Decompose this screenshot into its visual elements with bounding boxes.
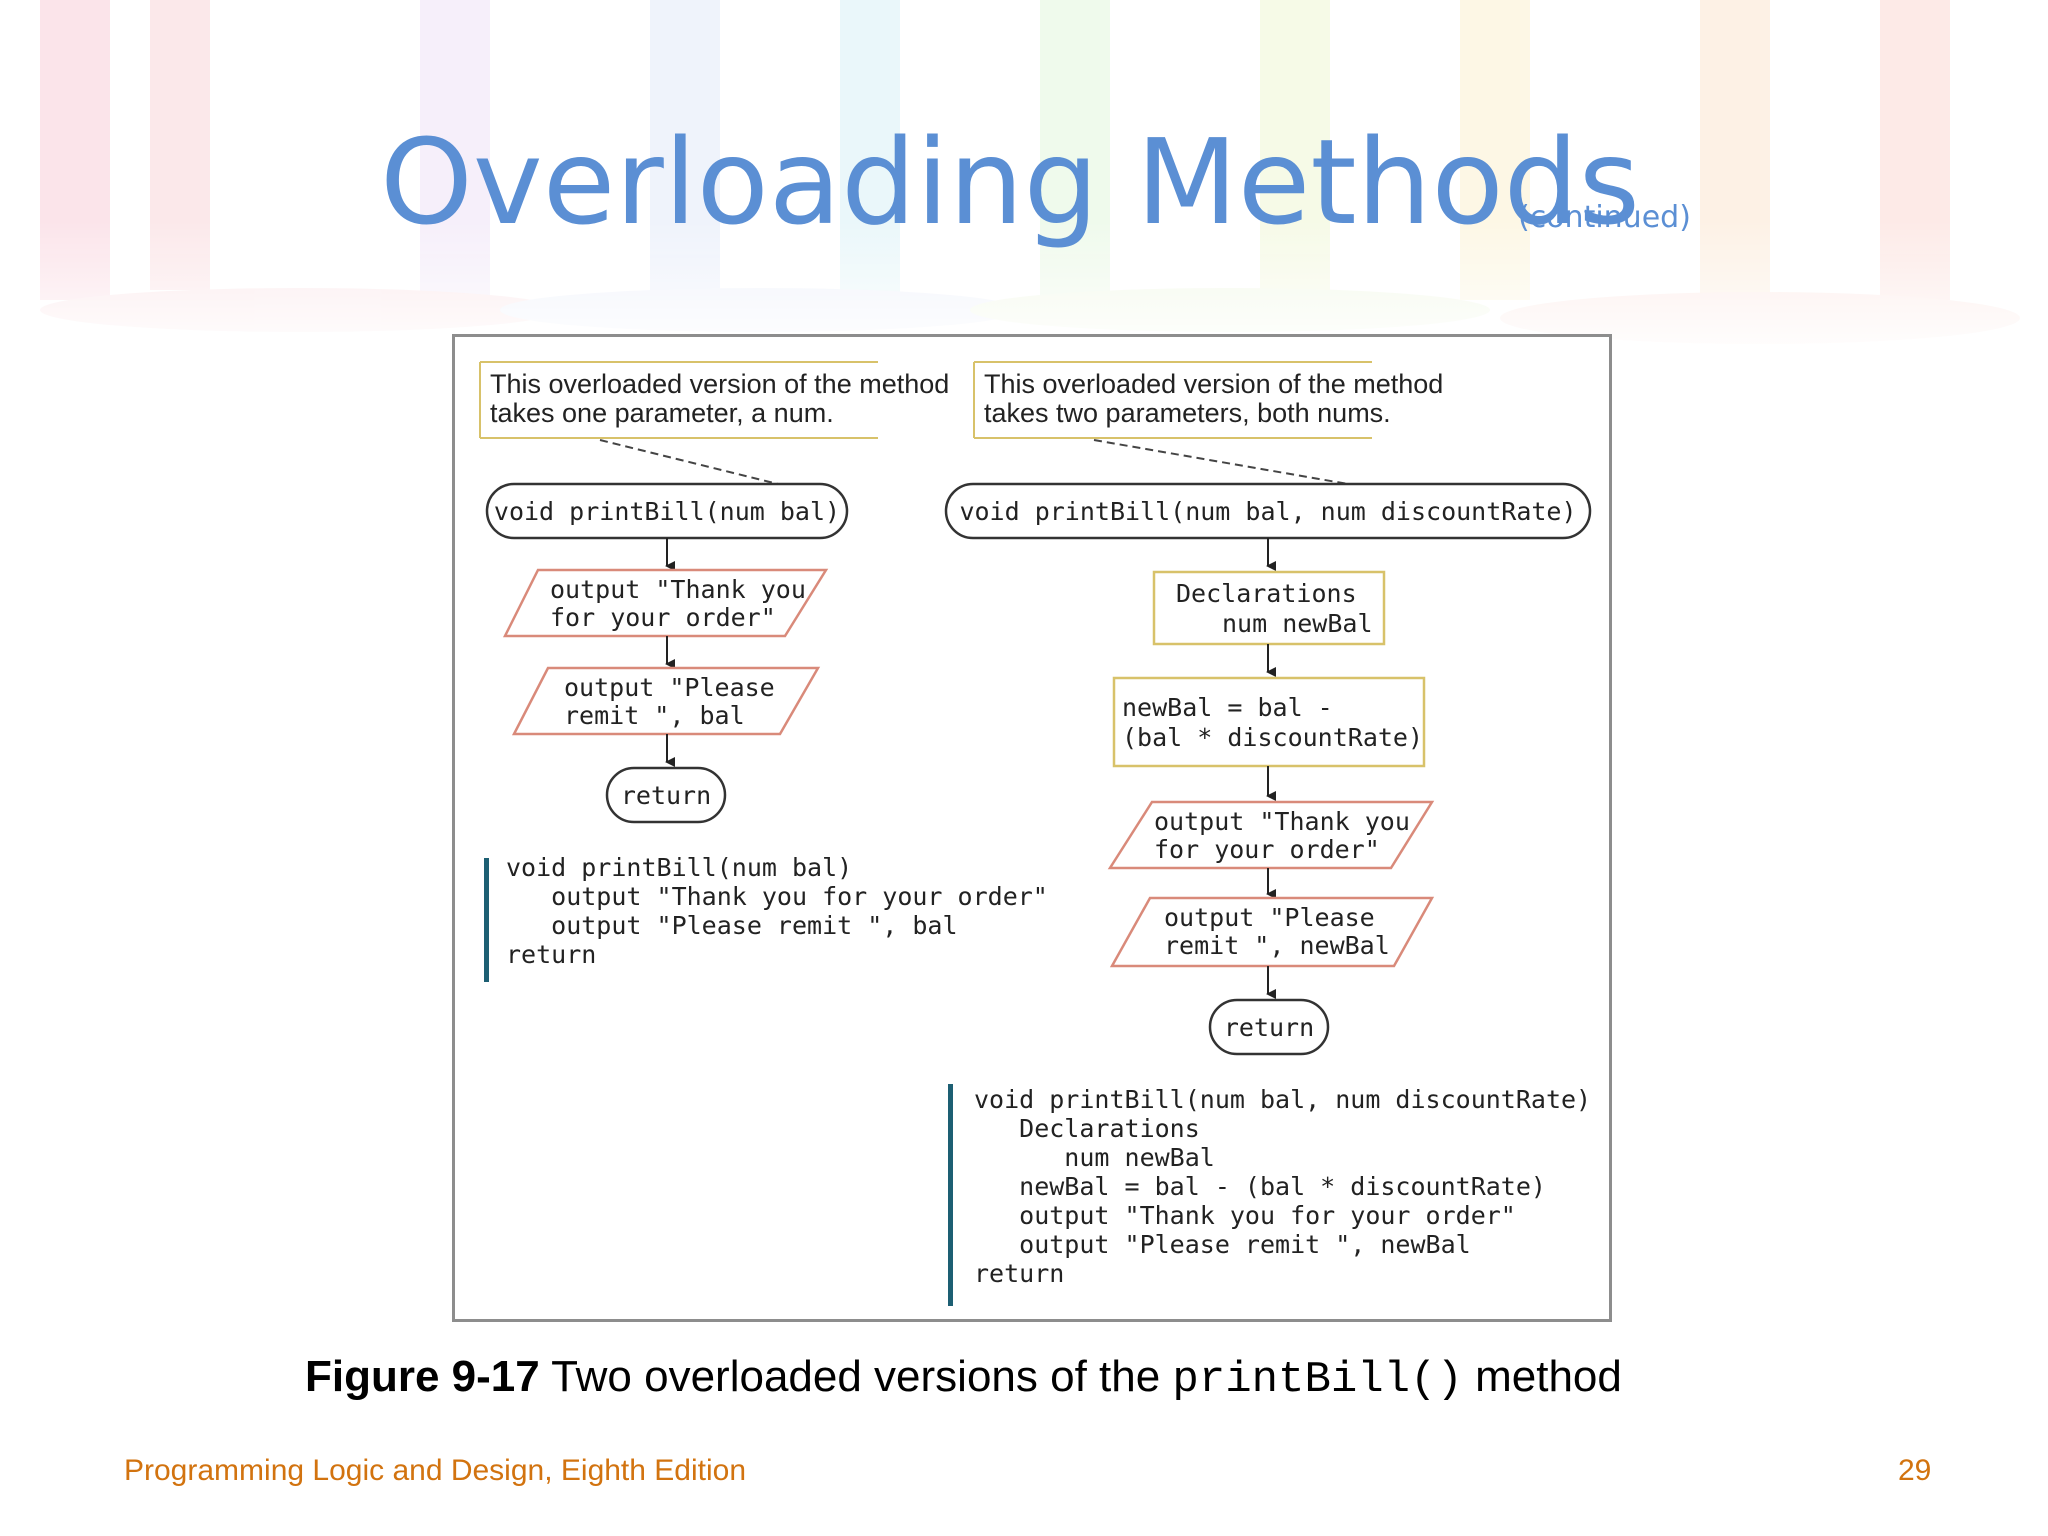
left-note-connector	[599, 439, 779, 485]
right-start-terminal: void printBill(num bal, num discountRate…	[944, 482, 1592, 540]
right-code-line-7: return	[974, 1259, 1064, 1288]
right-annotation-note: This overloaded version of the method ta…	[973, 361, 1443, 439]
left-note-line-1: This overloaded version of the method	[490, 369, 949, 399]
left-code-line-1: void printBill(num bal)	[506, 853, 852, 882]
left-code-bar	[484, 858, 489, 982]
left-code-line-2: output "Thank you for your order"	[506, 882, 1048, 911]
right-code-line-2: Declarations	[974, 1114, 1200, 1143]
right-output-please-remit: output "Please remit ", newBal	[1109, 896, 1435, 968]
left-io2-line-1: output "Please	[564, 673, 775, 702]
slide-subtitle: (continued)	[1518, 200, 1691, 235]
right-code-bar	[948, 1084, 953, 1306]
left-code-line-4: return	[506, 940, 596, 969]
left-annotation-note: This overloaded version of the method ta…	[479, 361, 949, 439]
right-return-terminal: return	[1208, 998, 1330, 1056]
slide-title: Overloading Methods	[380, 113, 1641, 251]
left-io1-line-2: for your order"	[550, 603, 776, 632]
caption-figure-number: Figure 9-17	[305, 1352, 540, 1401]
right-note-line-2: takes two parameters, both nums.	[984, 398, 1391, 428]
left-header-text: void printBill(num bal)	[494, 497, 840, 526]
caption-text: Two overloaded versions of the	[539, 1352, 1173, 1401]
left-output-thank-you: output "Thank you for your order"	[502, 568, 829, 638]
right-note-connector	[1093, 439, 1349, 485]
right-return-text: return	[1224, 1013, 1314, 1042]
right-decl-line-1: Declarations	[1176, 579, 1357, 608]
left-pseudocode: void printBill(num bal) output "Thank yo…	[484, 853, 1048, 982]
right-io2-line-1: output "Please	[1164, 903, 1375, 932]
caption-end: method	[1462, 1352, 1622, 1401]
right-code-line-3: num newBal	[974, 1143, 1215, 1172]
footer-book-title: Programming Logic and Design, Eighth Edi…	[124, 1454, 747, 1487]
right-io2-line-2: remit ", newBal	[1164, 931, 1390, 960]
left-start-terminal: void printBill(num bal)	[485, 482, 849, 540]
right-io1-line-1: output "Thank you	[1154, 807, 1410, 836]
right-calc-line-2: (bal * discountRate)	[1122, 723, 1423, 752]
right-calc-line-1: newBal = bal -	[1122, 693, 1333, 722]
right-header-text: void printBill(num bal, num discountRate…	[959, 497, 1576, 526]
left-io1-line-1: output "Thank you	[550, 575, 806, 604]
right-code-line-5: output "Thank you for your order"	[974, 1201, 1516, 1230]
page-number: 29	[1898, 1454, 1932, 1487]
right-calculation-box: newBal = bal - (bal * discountRate)	[1112, 676, 1426, 768]
right-output-thank-you: output "Thank you for your order"	[1107, 800, 1435, 870]
right-pseudocode: void printBill(num bal, num discountRate…	[948, 1084, 1591, 1306]
left-code-line-3: output "Please remit ", bal	[506, 911, 958, 940]
right-note-line-1: This overloaded version of the method	[984, 369, 1443, 399]
right-io1-line-2: for your order"	[1154, 835, 1380, 864]
caption-code: printBill()	[1172, 1355, 1463, 1405]
right-code-line-1: void printBill(num bal, num discountRate…	[974, 1085, 1591, 1114]
right-code-line-6: output "Please remit ", newBal	[974, 1230, 1471, 1259]
left-return-terminal: return	[605, 766, 727, 824]
left-note-line-2: takes one parameter, a num.	[490, 398, 834, 428]
right-decl-line-2: num newBal	[1222, 609, 1373, 638]
left-return-text: return	[621, 781, 711, 810]
figure-caption: Figure 9-17 Two overloaded versions of t…	[305, 1352, 1622, 1405]
right-declarations-box: Declarations num newBal	[1152, 570, 1386, 646]
left-output-please-remit: output "Please remit ", bal	[511, 666, 821, 736]
left-io2-line-2: remit ", bal	[564, 701, 745, 730]
right-code-line-4: newBal = bal - (bal * discountRate)	[974, 1172, 1546, 1201]
